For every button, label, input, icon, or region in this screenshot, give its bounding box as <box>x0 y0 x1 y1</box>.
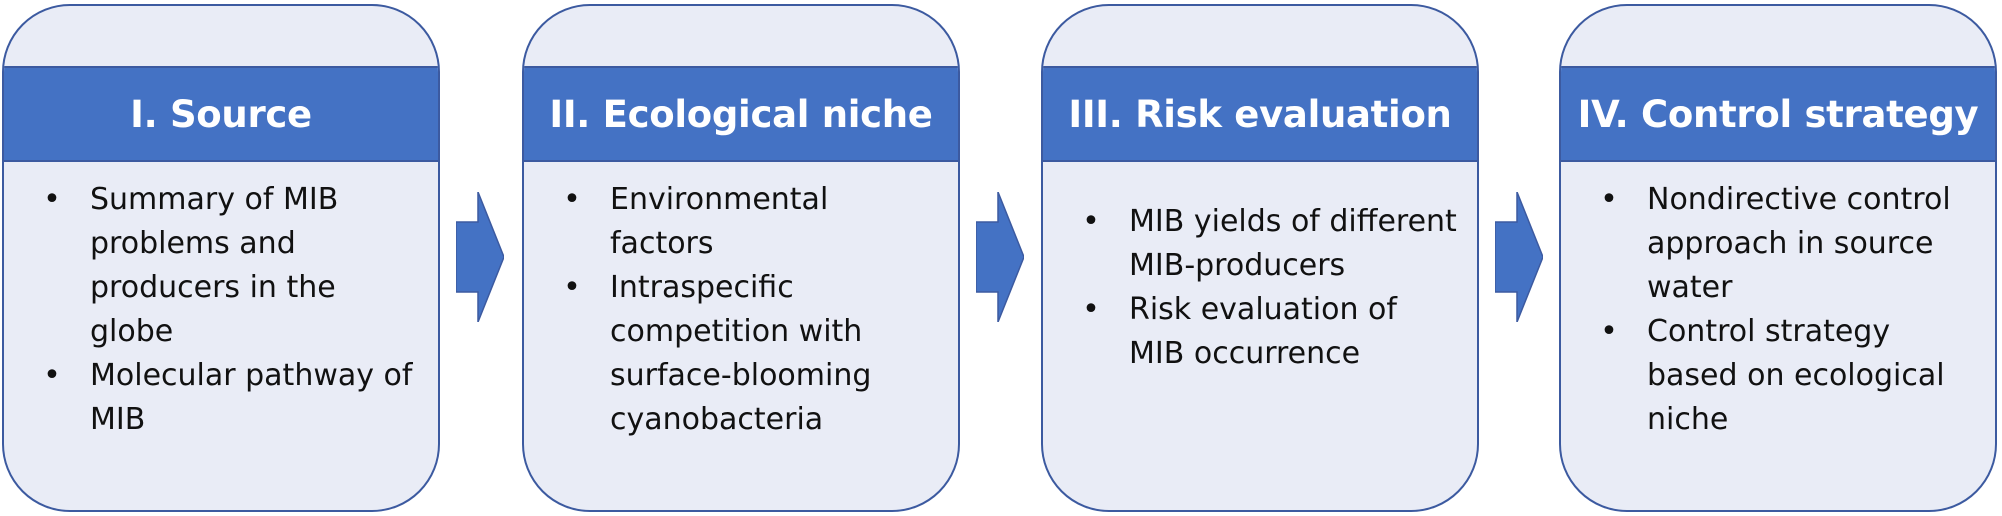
bullet-icon: • <box>43 358 61 393</box>
step-card-risk-evaluation: III. Risk evaluation • MIB yields of dif… <box>1041 4 1479 512</box>
bullet-icon: • <box>563 270 581 305</box>
bullet-text: Intraspecific competition with surface-b… <box>610 270 872 437</box>
bullet-text: Molecular pathway of MIB <box>90 358 413 437</box>
step-card-source: I. Source • Summary of MIB problems and … <box>2 4 440 512</box>
step-title: II. Ecological niche <box>549 92 933 136</box>
flow-arrow-icon <box>1495 192 1543 322</box>
step-header: III. Risk evaluation <box>1043 66 1477 162</box>
step-body: • Summary of MIB problems and producers … <box>4 162 438 510</box>
bullet-icon: • <box>1600 182 1618 217</box>
step-header: I. Source <box>4 66 438 162</box>
bullet-list: • MIB yields of different MIB-producers … <box>1043 200 1477 376</box>
bullet-icon: • <box>1082 292 1100 327</box>
bullet-item: • Control strategy based on ecological n… <box>1561 310 1995 442</box>
flow-arrow-icon <box>456 192 504 322</box>
bullet-text: MIB yields of different MIB-producers <box>1129 204 1457 283</box>
bullet-icon: • <box>43 182 61 217</box>
flow-arrow-icon <box>976 192 1024 322</box>
step-title: IV. Control strategy <box>1577 92 1979 136</box>
step-body: • MIB yields of different MIB-producers … <box>1043 162 1477 510</box>
step-body: • Environmental factors • Intraspecific … <box>524 162 958 510</box>
step-card-ecological-niche: II. Ecological niche • Environmental fac… <box>522 4 960 512</box>
step-card-control-strategy: IV. Control strategy • Nondirective cont… <box>1559 4 1997 512</box>
bullet-text: Control strategy based on ecological nic… <box>1647 314 1945 437</box>
step-body: • Nondirective control approach in sourc… <box>1561 162 1995 510</box>
step-title: III. Risk evaluation <box>1068 92 1452 136</box>
bullet-item: • Intraspecific competition with surface… <box>524 266 958 442</box>
bullet-item: • Molecular pathway of MIB <box>4 354 438 442</box>
bullet-icon: • <box>1082 204 1100 239</box>
bullet-icon: • <box>1600 314 1618 349</box>
bullet-text: Summary of MIB problems and producers in… <box>90 182 339 349</box>
bullet-item: • Risk evaluation of MIB occurrence <box>1043 288 1477 376</box>
bullet-item: • Summary of MIB problems and producers … <box>4 178 438 354</box>
bullet-icon: • <box>563 182 581 217</box>
bullet-list: • Summary of MIB problems and producers … <box>4 178 438 442</box>
step-title: I. Source <box>130 92 312 136</box>
bullet-item: • MIB yields of different MIB-producers <box>1043 200 1477 288</box>
bullet-text: Environmental factors <box>610 182 829 261</box>
step-header: II. Ecological niche <box>524 66 958 162</box>
bullet-list: • Nondirective control approach in sourc… <box>1561 178 1995 442</box>
step-header: IV. Control strategy <box>1561 66 1995 162</box>
bullet-text: Nondirective control approach in source … <box>1647 182 1951 305</box>
bullet-item: • Nondirective control approach in sourc… <box>1561 178 1995 310</box>
bullet-text: Risk evaluation of MIB occurrence <box>1129 292 1397 371</box>
bullet-list: • Environmental factors • Intraspecific … <box>524 178 958 442</box>
bullet-item: • Environmental factors <box>524 178 958 266</box>
